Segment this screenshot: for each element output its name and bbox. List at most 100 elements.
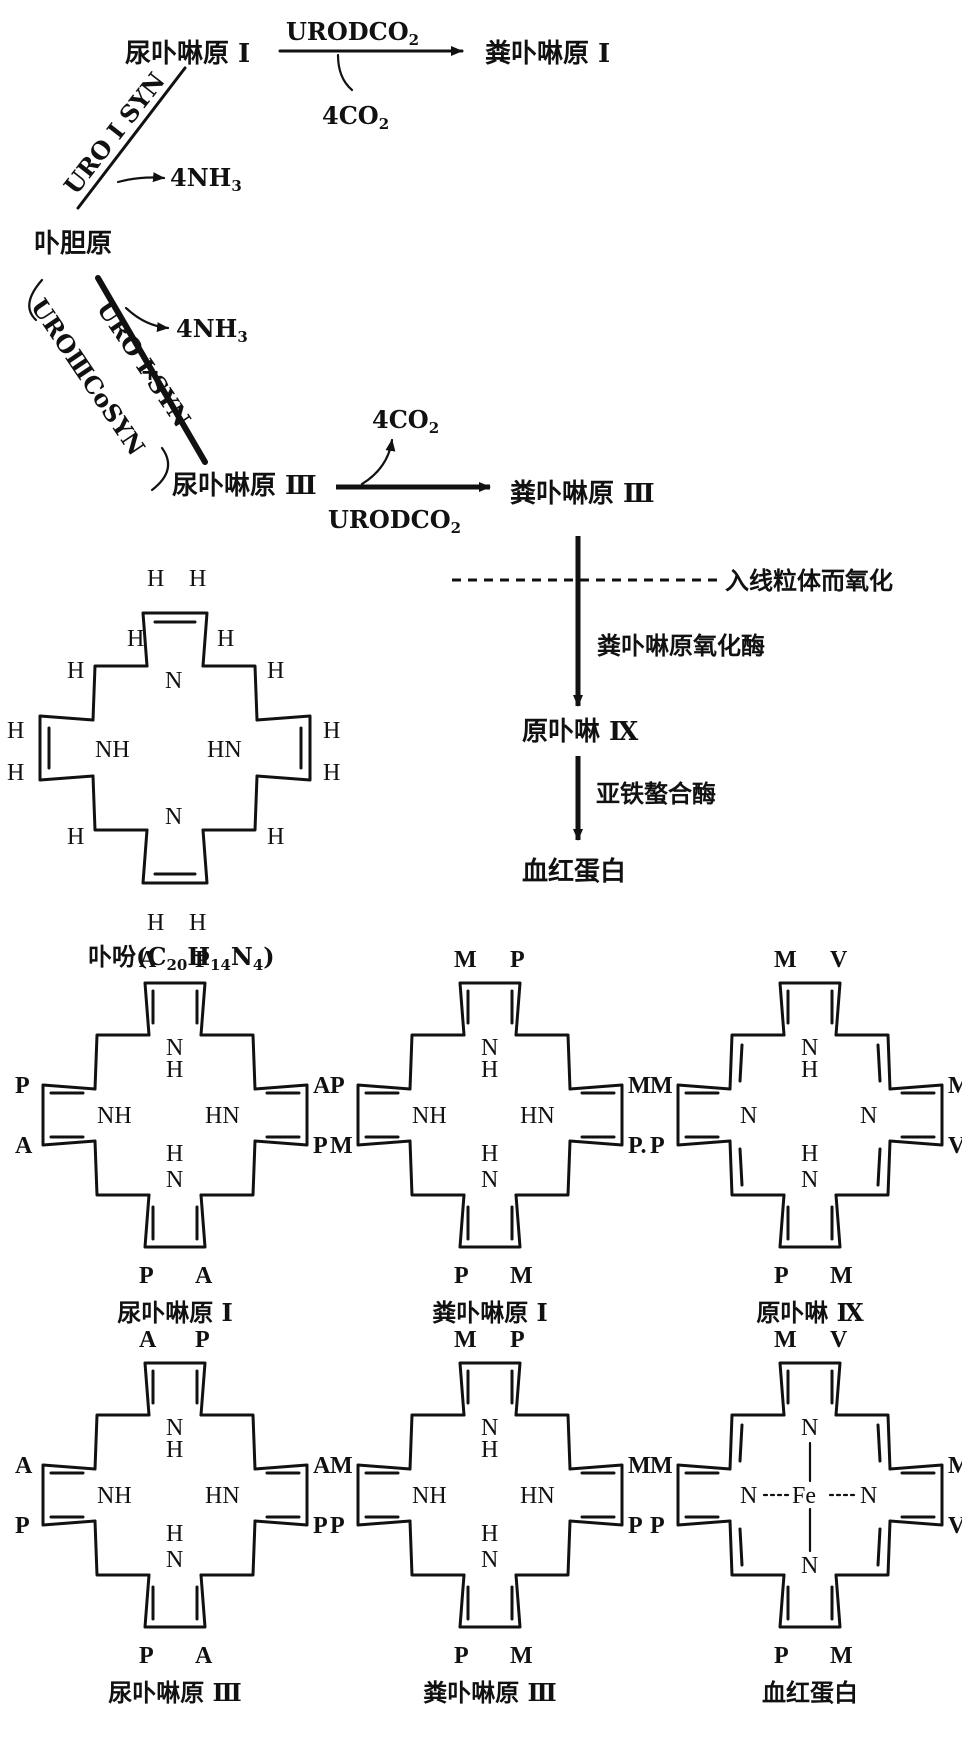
substituent-bottom-left: P bbox=[139, 1263, 154, 1289]
substituent-bottom-right: A bbox=[195, 1643, 213, 1669]
meso-bridge bbox=[408, 1519, 466, 1577]
substituent-top-left: M bbox=[774, 1327, 797, 1353]
pyrrole-ring-top bbox=[458, 981, 522, 1037]
urodco2-label-top: URODCO2 bbox=[286, 17, 419, 49]
nh-group-left: NH bbox=[97, 1483, 132, 1509]
substituent-bottom-left: P bbox=[774, 1643, 789, 1669]
structure-caption: 原卟啉 Ⅸ bbox=[756, 1298, 863, 1327]
porphine-h: H bbox=[267, 658, 284, 684]
structure-caption: 血红蛋白 bbox=[762, 1678, 858, 1707]
structure-caption: 尿卟啉原 I bbox=[117, 1298, 233, 1327]
pyrrole-ring-right bbox=[568, 1083, 624, 1147]
n-atom-bottom: N bbox=[801, 1167, 818, 1193]
meso-bridge bbox=[408, 1139, 466, 1197]
pyrrole-ring-top bbox=[458, 1361, 522, 1417]
substituent-right-top: A bbox=[313, 1453, 331, 1479]
substituent-top-right: P bbox=[510, 947, 525, 973]
pyrrole-ring-bottom bbox=[143, 1193, 207, 1249]
co2-release-branch-mid bbox=[360, 438, 396, 486]
pyrrole-ring-top bbox=[778, 981, 842, 1037]
substituent-right-top: M bbox=[948, 1073, 962, 1099]
substituent-right-bottom: V bbox=[948, 1513, 962, 1539]
meso-bridge bbox=[408, 1033, 466, 1091]
coproporphyrinogen-1-label: 粪卟啉原 I bbox=[485, 39, 610, 69]
substituent-top-right: P bbox=[195, 1327, 210, 1353]
substituent-right-top: M bbox=[628, 1073, 651, 1099]
substituent-right-top: A bbox=[313, 1073, 331, 1099]
structure-caption: 粪卟啉原 I bbox=[432, 1298, 548, 1327]
n-atom-top: N bbox=[801, 1415, 818, 1441]
meso-bridge bbox=[93, 1519, 151, 1577]
co2-release-branch-top bbox=[336, 53, 354, 92]
substituent-left-bottom: P bbox=[15, 1513, 30, 1539]
substituent-bottom-right: M bbox=[830, 1263, 853, 1289]
nh3-label-a: 4NH3 bbox=[170, 163, 242, 195]
substituent-left-top: M bbox=[330, 1453, 353, 1479]
meso-bridge bbox=[728, 1413, 786, 1471]
substituent-left-bottom: P bbox=[650, 1513, 665, 1539]
substituent-top-right: P bbox=[195, 947, 210, 973]
porphine-ring-bottom bbox=[141, 828, 209, 885]
porphine-meso-bl bbox=[91, 774, 149, 832]
substituent-bottom-left: P bbox=[139, 1643, 154, 1669]
porphine-h: H bbox=[7, 718, 24, 744]
substituent-right-bottom: P bbox=[313, 1133, 328, 1159]
meso-bridge bbox=[408, 1413, 466, 1471]
meso-bridge bbox=[728, 1139, 786, 1197]
nh3-release-branch-a bbox=[116, 172, 166, 184]
ferrochelatase-label: 亚铁螯合酶 bbox=[596, 779, 716, 808]
substituent-bottom-right: A bbox=[195, 1263, 213, 1289]
pyrrole-ring-top bbox=[778, 1361, 842, 1417]
co2-label-top: 4CO2 bbox=[322, 101, 389, 133]
pyrrole-ring-bottom bbox=[143, 1573, 207, 1629]
uroporphyrinogen-1-label: 尿卟啉原 I bbox=[125, 39, 250, 69]
conjugated-bond bbox=[876, 1527, 882, 1567]
substituent-left-top: P bbox=[330, 1073, 345, 1099]
substituent-bottom-right: M bbox=[510, 1643, 533, 1669]
porphine-meso-tr bbox=[201, 664, 259, 722]
hn-group-right: HN bbox=[520, 1103, 555, 1129]
substituent-top-left: M bbox=[774, 947, 797, 973]
meso-bridge bbox=[199, 1413, 257, 1471]
plus-sign: + bbox=[140, 357, 160, 386]
n-atom-left: N bbox=[740, 1103, 757, 1129]
substituent-top-left: M bbox=[454, 1327, 477, 1353]
conjugated-bond bbox=[738, 1147, 744, 1187]
arrow-pbg-to-uro1 bbox=[76, 66, 187, 210]
n-atom-bottom: N bbox=[481, 1167, 498, 1193]
pyrrole-ring-right bbox=[888, 1463, 944, 1527]
nh-group-left: NH bbox=[412, 1483, 447, 1509]
nh-group-left: NH bbox=[97, 1103, 132, 1129]
n-atom-top: N bbox=[481, 1415, 498, 1441]
h-atom-top: H bbox=[481, 1437, 498, 1463]
meso-bridge bbox=[93, 1413, 151, 1471]
porphine-meso-tl bbox=[91, 664, 149, 722]
structure-caption: 粪卟啉原 Ⅲ bbox=[423, 1678, 557, 1707]
substituent-right-bottom: P bbox=[313, 1513, 328, 1539]
porphine-h: H bbox=[323, 760, 340, 786]
substituent-top-right: V bbox=[830, 1327, 848, 1353]
substituent-left-bottom: P bbox=[330, 1513, 345, 1539]
uro3-cosynthase-label: UROⅢCoSYN bbox=[25, 293, 151, 461]
meso-bridge bbox=[514, 1139, 572, 1197]
hemoglobin-label: 血红蛋白 bbox=[522, 856, 626, 887]
substituent-right-bottom: V bbox=[948, 1133, 962, 1159]
porphine-hn-right: HN bbox=[207, 737, 242, 763]
meso-bridge bbox=[199, 1139, 257, 1197]
porphine-h: H bbox=[7, 760, 24, 786]
meso-bridge bbox=[834, 1033, 892, 1091]
porphine-h: H bbox=[127, 626, 144, 652]
pyrrole-ring-left bbox=[676, 1083, 732, 1147]
meso-bridge bbox=[728, 1033, 786, 1091]
n-atom-bottom: N bbox=[166, 1167, 183, 1193]
substituent-left-top: A bbox=[15, 1453, 33, 1479]
porphine-n-top: N bbox=[165, 668, 182, 694]
uro1-synthase-label-a: URO I SYN bbox=[58, 67, 171, 200]
pyrrole-ring-left bbox=[41, 1083, 97, 1147]
meso-bridge bbox=[514, 1033, 572, 1091]
meso-bridge bbox=[93, 1139, 151, 1197]
meso-bridge bbox=[514, 1519, 572, 1577]
